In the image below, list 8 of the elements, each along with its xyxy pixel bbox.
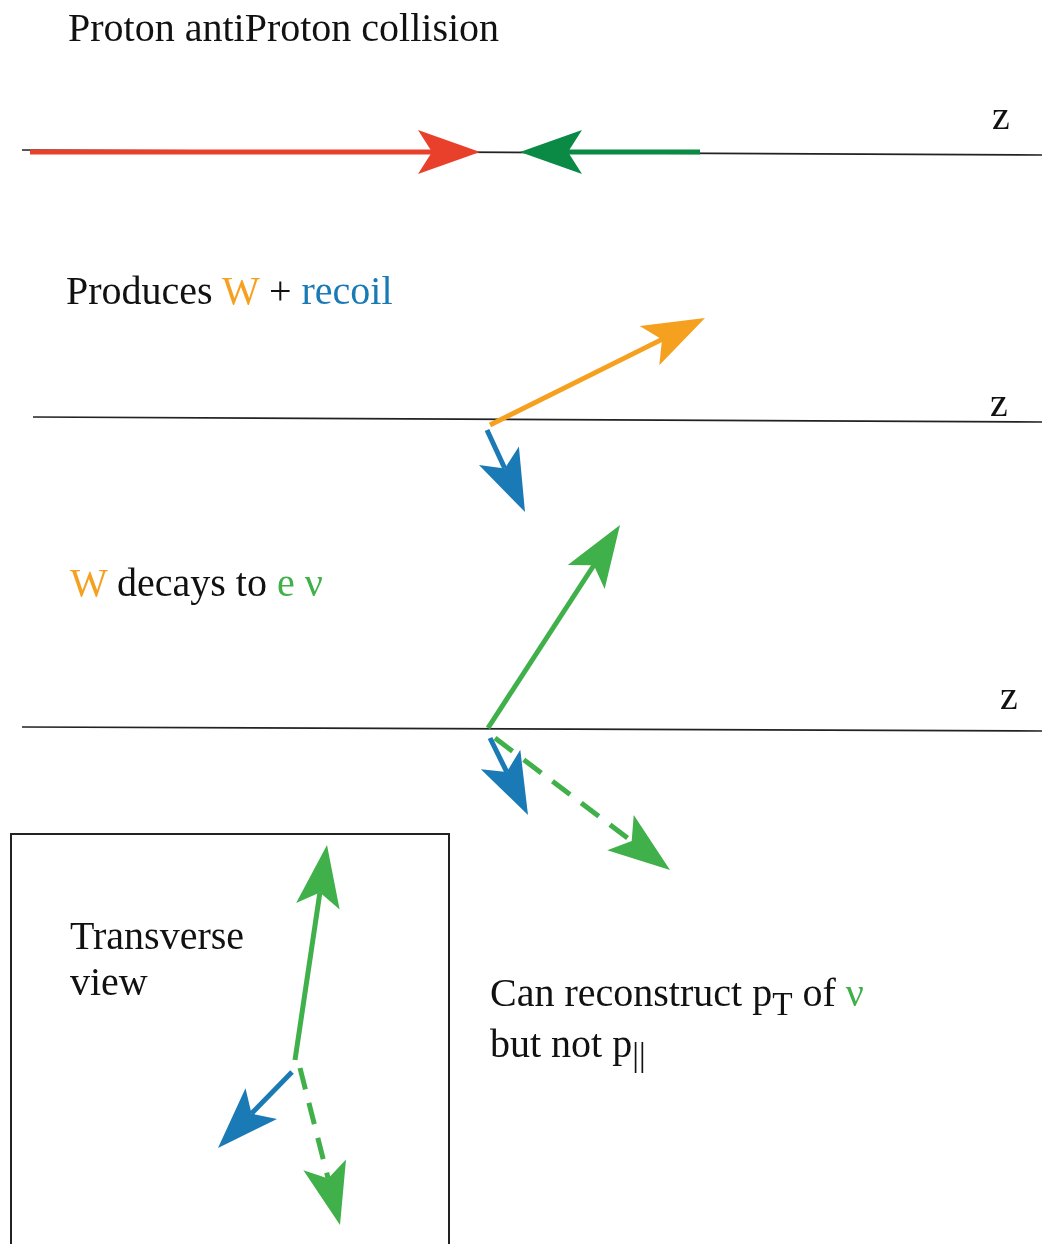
axis-label: z	[992, 93, 1010, 139]
note-text: Can reconstruct p$_{T}$ of ν but not p$_{||}$	[490, 973, 865, 1075]
caption-text: W decays to e ν	[70, 560, 323, 606]
diagram-title: Proton antiProton collision	[68, 5, 500, 51]
axis-label: z	[990, 380, 1008, 426]
caption-text: Produces W + recoil	[66, 268, 393, 314]
panel-heading: Transverse view	[70, 913, 246, 1005]
axis-label: z	[1000, 673, 1018, 719]
